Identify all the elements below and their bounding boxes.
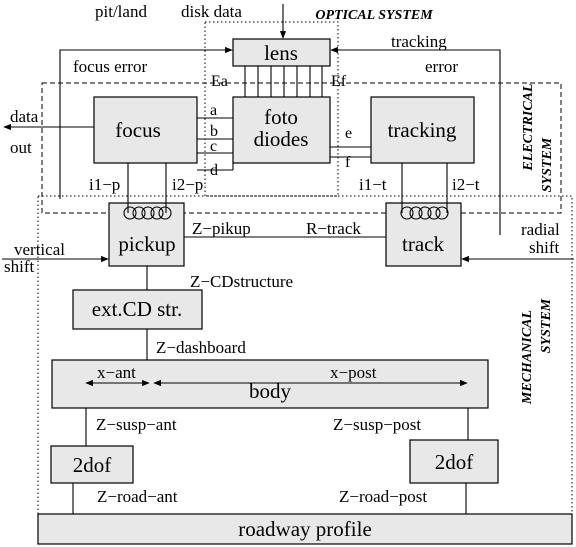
ef-label: Ef <box>331 73 347 90</box>
pit-land-label: pit/land <box>95 2 147 21</box>
i1-t-label: i1−t <box>359 175 387 194</box>
z-susp-post-label: Z−susp−post <box>333 415 421 434</box>
foto-diodes-block <box>232 96 331 164</box>
track-coil-icon <box>400 206 449 220</box>
focus-block <box>93 96 198 164</box>
tracking-block <box>370 96 475 164</box>
photodiode-tracking-signals <box>330 146 371 158</box>
lens-label: lens <box>264 41 298 65</box>
lens-photodiode-links <box>244 66 323 97</box>
vertical-shift-label-1: vertical <box>14 240 65 259</box>
tracking-error-line <box>330 46 501 235</box>
focus-error-line <box>59 46 233 199</box>
z-road-ant-label: Z−road−ant <box>97 487 178 506</box>
z-cdstructure-label: Z−CDstructure <box>190 272 293 291</box>
z-dashboard-label: Z−dashboard <box>156 338 246 357</box>
x-post-label: x−post <box>330 363 377 382</box>
electrical-system-title-2: SYSTEM <box>540 137 555 192</box>
radial-shift-label-1: radial <box>521 220 560 239</box>
ext-cd-label: ext.CD str. <box>92 297 182 321</box>
data-out-label-1: data <box>10 107 39 126</box>
i1-p-label: i1−p <box>89 175 120 194</box>
signal-f-label: f <box>345 154 351 171</box>
electrical-system-title-1: ELECTRICAL <box>521 83 536 171</box>
2dof-left-block <box>50 445 134 484</box>
diodes-label: diodes <box>254 127 309 151</box>
focus-pickup-current-wires <box>127 163 167 213</box>
vertical-shift-label-2: shift <box>4 257 35 276</box>
ext-cd-structure-block <box>72 289 203 330</box>
tracking-error-label-1: tracking <box>391 32 447 51</box>
tracking-label: tracking <box>388 118 457 142</box>
i2-t-label: i2−t <box>452 175 480 194</box>
mechanical-system-title-2: SYSTEM <box>539 298 554 353</box>
signal-b-label: b <box>210 123 218 140</box>
photodiode-focus-signals <box>197 117 234 171</box>
focus-error-label: focus error <box>73 57 147 76</box>
focus-label: focus <box>115 118 161 142</box>
2dof-left-label: 2dof <box>73 453 112 477</box>
z-road-post-label: Z−road−post <box>339 487 427 506</box>
lens-block <box>232 38 331 67</box>
pickup-coil-icon <box>123 206 172 220</box>
z-susp-ant-label: Z−susp−ant <box>96 415 177 434</box>
signal-a-label: a <box>210 102 217 119</box>
pickup-block <box>108 202 185 267</box>
foto-label: foto <box>264 105 298 129</box>
z-pikup-label: Z−pikup <box>192 219 251 238</box>
mechanical-system-title-1: MECHANICAL <box>520 310 535 405</box>
tracking-error-label-2: error <box>425 57 458 76</box>
signal-c-label: c <box>210 138 217 155</box>
ea-label: Ea <box>211 73 228 90</box>
roadway-profile-block <box>37 513 573 545</box>
r-track-label: R−track <box>306 219 361 238</box>
i2-p-label: i2−p <box>172 175 203 194</box>
2dof-right-block <box>409 439 499 484</box>
optical-system-title: OPTICAL SYSTEM <box>315 8 433 23</box>
radial-shift-label-2: shift <box>529 238 560 257</box>
electrical-system-boundary <box>41 82 562 214</box>
2dof-right-label: 2dof <box>435 450 474 474</box>
signal-d-label: d <box>210 162 218 179</box>
disk-data-label: disk data <box>181 2 242 21</box>
roadway-profile-label: roadway profile <box>238 517 372 541</box>
x-ant-label: x−ant <box>97 363 136 382</box>
data-out-label-2: out <box>10 138 32 157</box>
track-label: track <box>402 232 444 256</box>
body-label: body <box>249 379 292 403</box>
signal-e-label: e <box>345 125 352 142</box>
pickup-label: pickup <box>118 232 175 256</box>
tracking-track-current-wires <box>401 163 448 213</box>
